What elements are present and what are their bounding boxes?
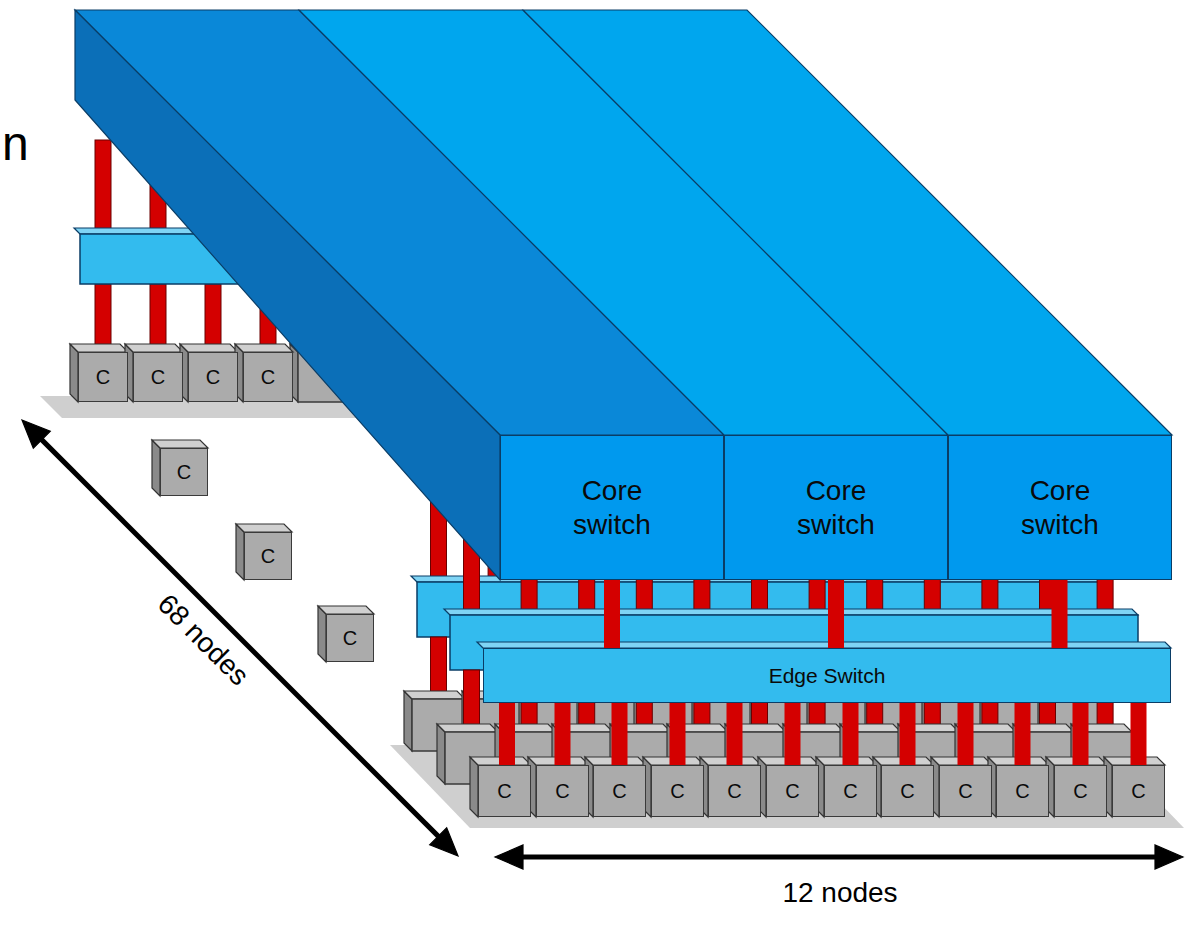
compute-node: C	[708, 765, 761, 817]
dimension-label: 12 nodes	[782, 877, 897, 909]
compute-node: C	[824, 765, 877, 817]
cube-top	[70, 344, 128, 352]
node-label: C	[261, 544, 275, 568]
cube-top	[180, 344, 238, 352]
cable-link	[843, 703, 859, 765]
cube-top	[235, 344, 293, 352]
node-label: C	[177, 460, 191, 484]
cube-top	[236, 524, 292, 532]
compute-node: C	[478, 765, 531, 817]
core-switch: Core switch	[948, 435, 1172, 580]
cube-side	[236, 524, 244, 580]
arrowhead	[1155, 845, 1183, 869]
node-label: C	[1015, 779, 1029, 803]
cube-top	[125, 344, 183, 352]
cable-link	[1052, 580, 1068, 648]
compute-node: C	[939, 765, 992, 817]
compute-node: C	[536, 765, 589, 817]
compute-node: C	[133, 352, 183, 402]
arrowhead	[430, 828, 458, 856]
node-label: C	[670, 779, 684, 803]
cable-link	[727, 703, 743, 765]
cable-link	[958, 703, 974, 765]
cable-link	[670, 703, 686, 765]
cable-link	[900, 703, 916, 765]
cable-link	[1015, 703, 1031, 765]
cube-top	[152, 440, 208, 448]
node-label: C	[612, 779, 626, 803]
compute-node: C	[160, 448, 208, 496]
cable-link	[1131, 703, 1147, 765]
cube-side	[404, 691, 412, 751]
node-label: Core switch	[552, 474, 672, 541]
cable-pillar	[205, 284, 221, 352]
cable-link	[555, 703, 571, 765]
compute-node: C	[78, 352, 128, 402]
cable-pillar	[150, 284, 166, 352]
cube-side	[470, 757, 478, 817]
cube-top	[437, 724, 498, 732]
cable-pillar	[95, 140, 111, 234]
compute-node: C	[1112, 765, 1165, 817]
core-switch-side	[75, 10, 500, 580]
compute-node: C	[651, 765, 704, 817]
compute-node: C	[881, 765, 934, 817]
compute-node: C	[766, 765, 819, 817]
compute-node: C	[326, 614, 374, 662]
cable-pillar	[95, 284, 111, 352]
node-label: C	[261, 365, 275, 389]
node-label: C	[958, 779, 972, 803]
compute-node: C	[188, 352, 238, 402]
cable-link	[828, 580, 844, 648]
compute-node: C	[996, 765, 1049, 817]
cube-side	[318, 606, 326, 662]
node-label: C	[206, 365, 220, 389]
node-label: C	[1131, 779, 1145, 803]
node-label: C	[151, 365, 165, 389]
node-label: C	[785, 779, 799, 803]
cube-side	[70, 344, 78, 402]
node-label: C	[843, 779, 857, 803]
network-illustration	[22, 10, 1184, 869]
switch-top	[444, 609, 1138, 615]
arrowhead	[22, 420, 50, 448]
core-switch: Core switch	[724, 435, 948, 580]
node-label: Edge Switch	[769, 663, 886, 688]
node-label: Core switch	[776, 474, 896, 541]
node-label: C	[497, 779, 511, 803]
node-label: C	[96, 365, 110, 389]
core-switch: Core switch	[500, 435, 724, 580]
cable-pillar	[431, 637, 447, 699]
node-label: C	[555, 779, 569, 803]
cable-pillar	[464, 670, 480, 732]
node-label: C	[1073, 779, 1087, 803]
cable-link	[612, 703, 628, 765]
arrowhead	[495, 845, 523, 869]
cable-link	[604, 580, 620, 648]
node-label: C	[900, 779, 914, 803]
cube-top	[404, 691, 465, 699]
cable-link	[785, 703, 801, 765]
cube-side	[437, 724, 445, 784]
node-label: C	[343, 626, 357, 650]
cube-top	[318, 606, 374, 614]
cube-side	[152, 440, 160, 496]
compute-node: C	[593, 765, 646, 817]
node-label: C	[727, 779, 741, 803]
cropped-heading: n	[2, 116, 29, 171]
core-switch-top	[523, 10, 1172, 435]
edge-switch: Edge Switch	[483, 648, 1171, 703]
cable-link	[499, 703, 515, 765]
compute-node: C	[244, 532, 292, 580]
cable-link	[1073, 703, 1089, 765]
dimension-line	[515, 855, 1163, 860]
dimension-line	[36, 434, 444, 842]
compute-node: C	[243, 352, 293, 402]
compute-node: C	[1054, 765, 1107, 817]
node-label: Core switch	[1000, 474, 1120, 541]
